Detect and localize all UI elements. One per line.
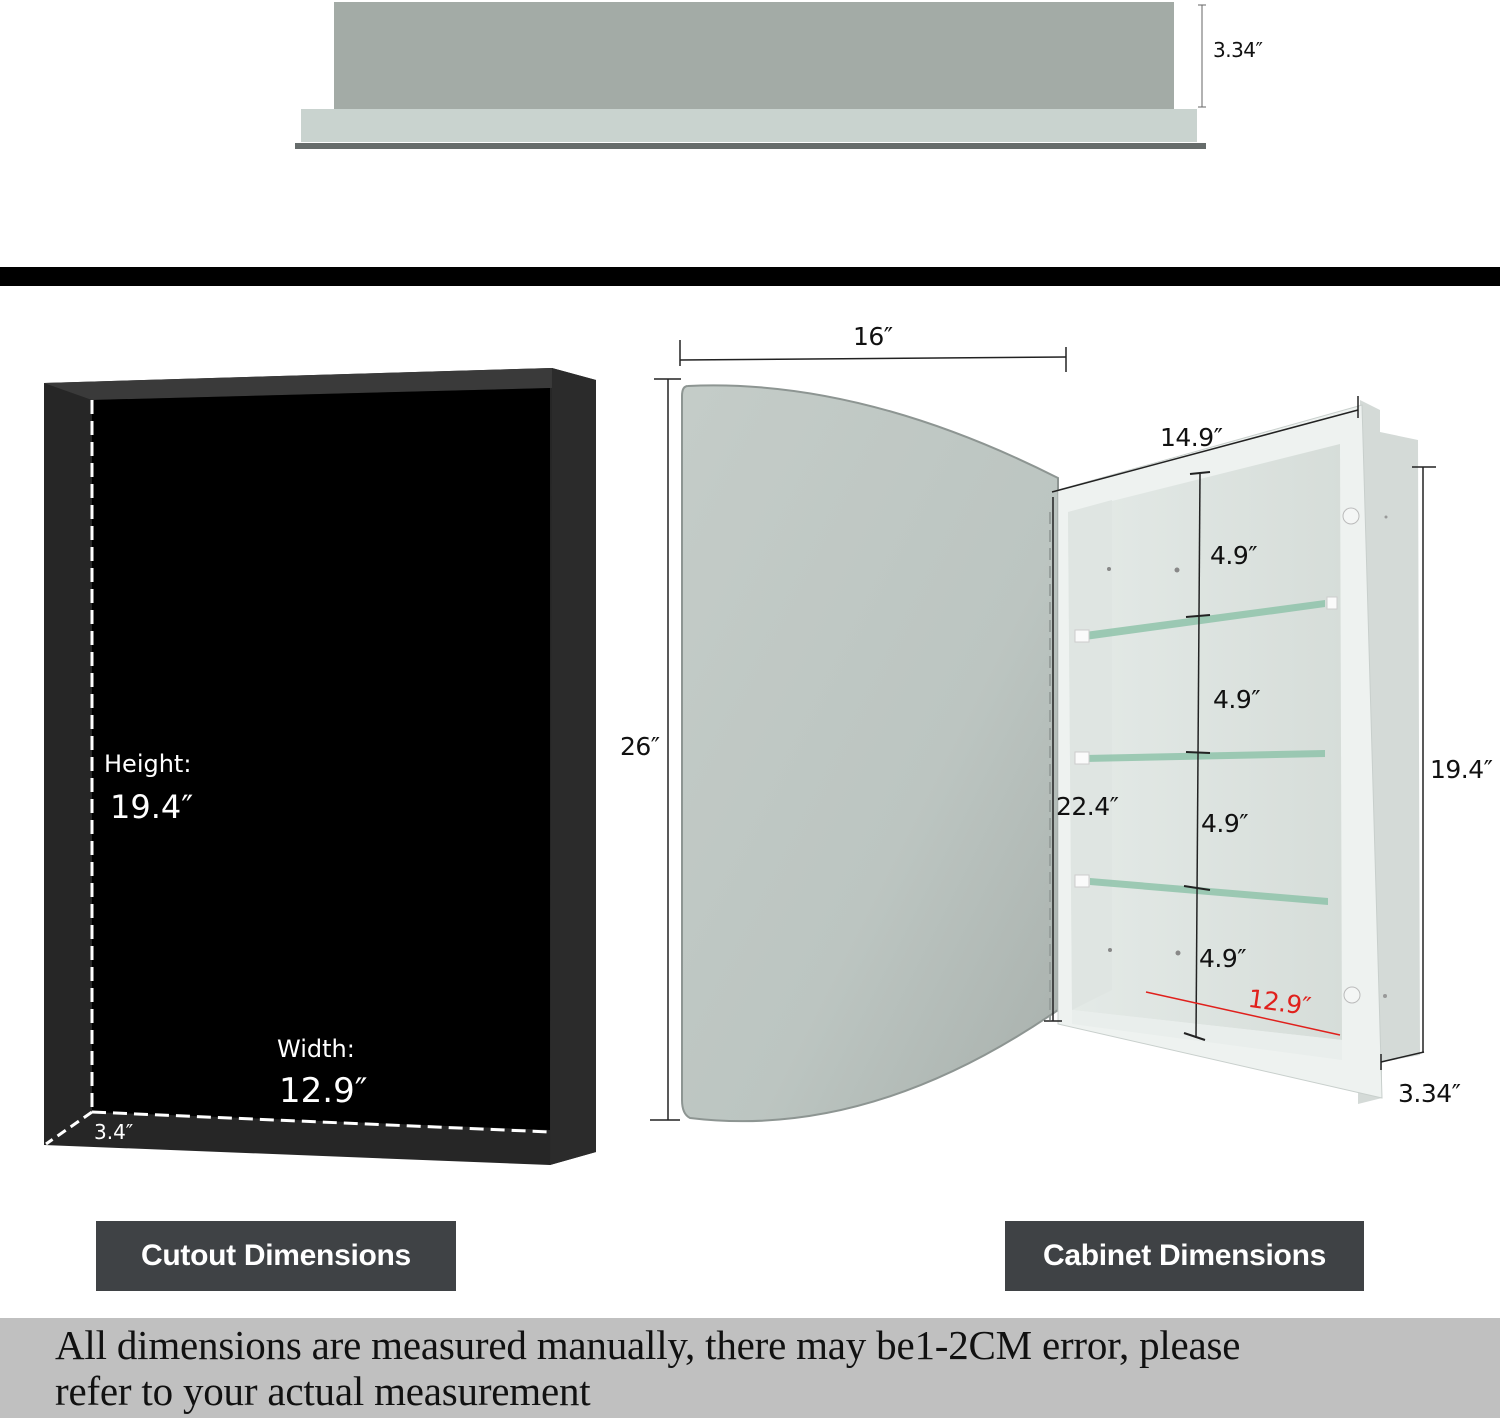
cutout-height-title: Height: bbox=[104, 750, 192, 778]
top-view-body-full bbox=[334, 2, 1174, 109]
top-view-flange bbox=[301, 109, 1197, 142]
section-divider bbox=[0, 267, 1500, 286]
cutout-dimensions-badge: Cutout Dimensions bbox=[96, 1221, 456, 1291]
cabinet-overall-width-label: 16″ bbox=[853, 322, 893, 351]
top-view-base-line bbox=[295, 143, 1206, 149]
shelf-spacing-label-1: 4.9″ bbox=[1210, 541, 1258, 570]
shelf-spacing-label-4: 4.9″ bbox=[1199, 944, 1247, 973]
disclaimer-text: All dimensions are measured manually, th… bbox=[55, 1322, 1485, 1414]
cabinet-body-depth-label: 3.34″ bbox=[1398, 1079, 1461, 1108]
disclaimer-line-2: refer to your actual measurement bbox=[55, 1368, 591, 1414]
cutout-height-value: 19.4″ bbox=[110, 788, 194, 826]
cutout-box-shape bbox=[44, 368, 596, 1165]
top-view-depth-dimension-line bbox=[1198, 4, 1206, 108]
cutout-depth-value: 3.4″ bbox=[94, 1120, 134, 1144]
cabinet-body-width-label: 14.9″ bbox=[1160, 423, 1223, 452]
cutout-width-value: 12.9″ bbox=[279, 1071, 368, 1111]
cabinet-inner-height-label: 22.4″ bbox=[1056, 792, 1119, 821]
disclaimer-banner: All dimensions are measured manually, th… bbox=[0, 1318, 1500, 1418]
cabinet-overall-height-label: 26″ bbox=[620, 732, 660, 761]
top-view-depth-label: 3.34″ bbox=[1213, 38, 1263, 62]
cutout-width-title: Width: bbox=[277, 1035, 355, 1063]
cabinet-body-height-label: 19.4″ bbox=[1430, 755, 1493, 784]
shelf-spacing-label-3: 4.9″ bbox=[1201, 809, 1249, 838]
disclaimer-line-1: All dimensions are measured manually, th… bbox=[55, 1322, 1241, 1368]
cabinet-dimensions-badge: Cabinet Dimensions bbox=[1005, 1221, 1364, 1291]
cabinet-drawing bbox=[650, 340, 1436, 1123]
shelf-spacing-label-2: 4.9″ bbox=[1213, 685, 1261, 714]
